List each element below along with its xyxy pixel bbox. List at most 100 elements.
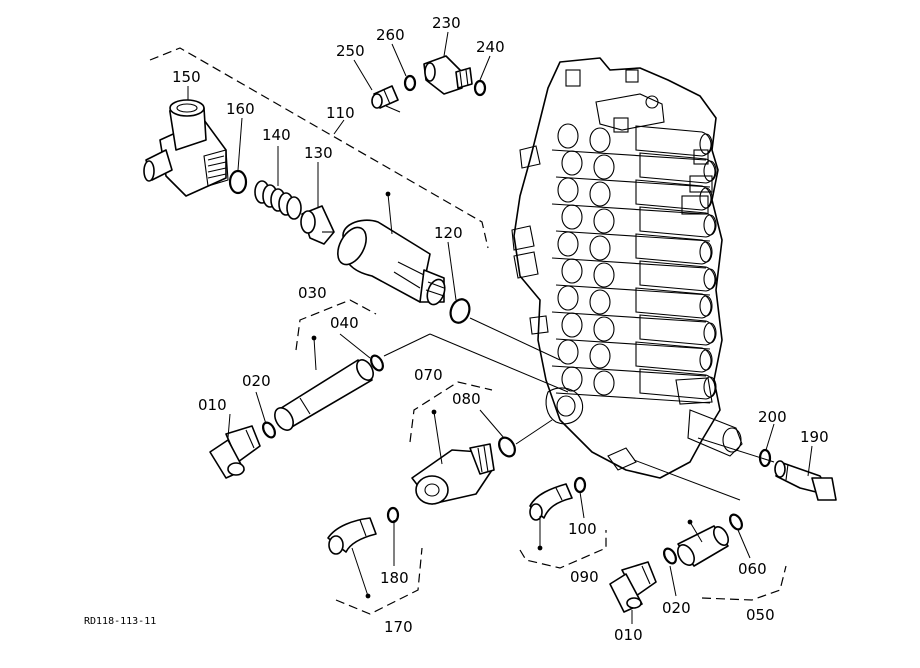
label-040: 040 [330,314,359,332]
spool-section [635,287,712,319]
label-110: 110 [326,104,355,122]
spool-cap [703,268,717,290]
control-valve-block [511,57,743,479]
label-240: 240 [476,38,505,56]
valve-port [589,235,611,261]
part-090-elbow [529,483,573,521]
part-010a-elbow [209,425,261,479]
spool-section [639,368,716,400]
section-seam [555,176,711,188]
valve-port [557,177,579,203]
spool-cap [703,376,717,398]
valve-port [557,123,579,149]
spool-cap [703,160,717,182]
valve-port [589,181,611,207]
valve-port [557,339,579,365]
valve-port [589,289,611,315]
part-230-adapter [423,55,473,95]
label-010b: 010 [614,626,643,644]
valve-port [593,154,615,180]
valve-port [561,204,583,230]
label-020a: 020 [242,372,271,390]
valve-port [561,258,583,284]
label-030: 030 [298,284,327,302]
connection-lines [383,105,775,501]
section-seam [551,311,707,323]
part-160-o-ring [228,169,248,195]
spool-cap [703,322,717,344]
valve-port [561,150,583,176]
label-260: 260 [376,26,405,44]
part-140-spring [254,180,302,220]
part-250-plug [371,85,399,109]
label-010a: 010 [198,396,227,414]
label-170: 170 [384,618,413,636]
label-050: 050 [746,606,775,624]
valve-port [593,262,615,288]
valve-port [593,208,615,234]
valve-port [557,231,579,257]
part-020b-o-ring [663,547,677,565]
section-seam [555,284,711,296]
spool-section [639,152,716,184]
spool-cap [699,295,713,317]
label-180: 180 [380,569,409,587]
part-240-o-ring [473,79,487,97]
section-seam [551,203,707,215]
spool-cap [699,349,713,371]
label-leaders [187,31,813,624]
section-seam [555,230,711,242]
label-190: 190 [800,428,829,446]
part-100-o-ring [573,476,587,494]
assembly-outlines [149,47,787,615]
label-080: 080 [452,390,481,408]
valve-port [557,285,579,311]
label-200: 200 [758,408,787,426]
section-seam [555,392,711,404]
part-110-cartridge [337,219,446,306]
label-160: 160 [226,100,255,118]
spool-cap [699,241,713,263]
part-260-o-ring [403,74,417,92]
drawing-code: RD118-113-11 [84,616,156,627]
spool-section [635,341,712,373]
section-seam [551,365,707,377]
spool-section [635,179,712,211]
part-190-fitting [774,460,837,501]
spool-cap [699,187,713,209]
label-150: 150 [172,68,201,86]
part-030-pipe [274,359,374,431]
section-seam [551,149,707,161]
label-140: 140 [262,126,291,144]
valve-port [589,343,611,369]
part-150-body [143,99,229,197]
part-050-adapter [677,525,730,567]
valve-port [561,312,583,338]
part-040-o-ring [370,354,384,372]
label-090: 090 [570,568,599,586]
valve-port [593,370,615,396]
callout-labels: 150 160 140 110 130 120 250 260 230 240 … [84,14,829,644]
valve-port [561,366,583,392]
label-100: 100 [568,520,597,538]
section-seam [551,257,707,269]
part-130-poppet [300,205,335,245]
label-020b: 020 [662,599,691,617]
label-230: 230 [432,14,461,32]
part-070-tee [411,443,495,505]
part-010b-elbow [609,561,657,613]
part-170-elbow [327,517,377,555]
spool-cap [699,133,713,155]
section-seam [555,338,711,350]
part-080-o-ring [498,436,516,458]
label-250: 250 [336,42,365,60]
label-120: 120 [434,224,463,242]
spool-section [635,125,712,157]
spool-cap [703,214,717,236]
spool-section [635,233,712,265]
valve-port [593,316,615,342]
part-200-o-ring [758,448,772,468]
part-020a-o-ring [262,421,276,439]
part-120-o-ring [449,298,471,324]
